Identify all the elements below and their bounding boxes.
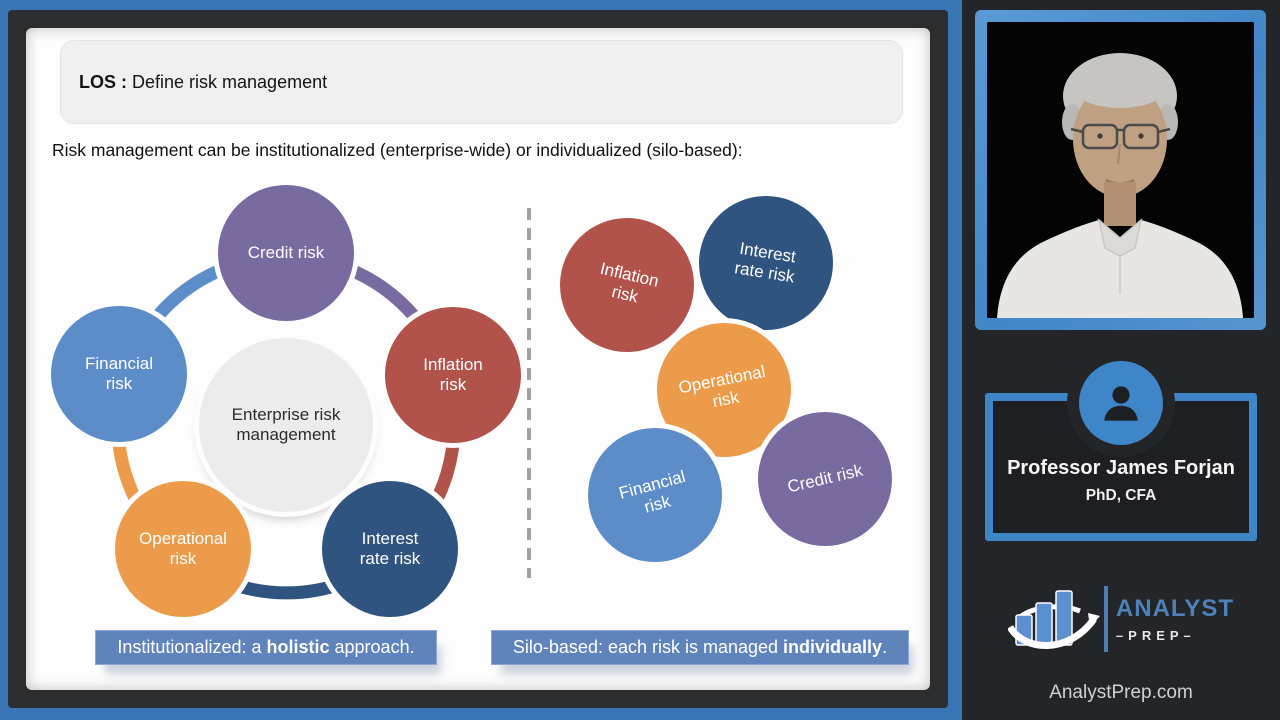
silo-bubble-credit-risk: Credit risk — [758, 412, 892, 546]
bubble-interest-rate-risk: Interest rate risk — [322, 481, 458, 617]
analystprep-logo: ANALYST –PREP– — [962, 583, 1280, 655]
slide: LOS : Define risk management Risk manage… — [26, 28, 930, 690]
logo-text: ANALYST –PREP– — [1116, 595, 1234, 643]
caption-silo-post: . — [882, 637, 888, 657]
sidebar: Professor James Forjan PhD, CFA ANALYST … — [962, 0, 1280, 720]
los-box: LOS : Define risk management — [60, 40, 903, 124]
logo-prep-label: –PREP– — [1115, 628, 1196, 643]
silo-bubble-operational-label: Operational risk — [676, 361, 767, 412]
silo-bubble-inflation-risk: Inflation risk — [560, 218, 694, 352]
silo-bubble-interest-label: Interest rate risk — [733, 238, 798, 287]
bubble-interest-rate-risk-label: Interest rate risk — [359, 528, 421, 568]
presenter-video-frame — [975, 10, 1266, 330]
caption-silo-bold: individually — [783, 637, 883, 657]
caption-institutionalized: Institutionalized: a holistic approach. — [95, 630, 437, 665]
bubble-inflation-risk-label: Inflation risk — [423, 354, 483, 394]
los-label: LOS : — [79, 71, 132, 92]
bubble-operational-risk-label: Operational risk — [139, 528, 227, 568]
slide-subtitle: Risk management can be institutionalized… — [52, 140, 743, 160]
bubble-enterprise-label: Enterprise risk management — [231, 404, 341, 444]
los-text: Define risk management — [132, 71, 328, 92]
bubble-inflation-risk: Inflation risk — [385, 307, 521, 443]
silo-bubble-inflation-label: Inflation risk — [598, 258, 661, 307]
logo-analyst-label: ANALYST — [1115, 595, 1235, 622]
presenter-video — [987, 22, 1254, 318]
website-url: AnalystPrep.com — [1049, 682, 1193, 703]
silo-bubble-financial-risk: Financial risk — [588, 428, 722, 562]
caption-institutionalized-post: approach. — [329, 637, 415, 657]
bubble-financial-risk: Financial risk — [51, 306, 187, 442]
presenter-name: Professor James Forjan — [1007, 457, 1235, 479]
dashed-divider — [527, 208, 531, 578]
logo-divider — [1103, 586, 1108, 652]
presenter-credentials: PhD, CFA — [1085, 487, 1157, 504]
caption-institutionalized-bold: holistic — [266, 637, 330, 657]
silo-bubble-credit-label: Credit risk — [785, 460, 865, 497]
presenter-portrait — [987, 22, 1254, 318]
caption-silo-based: Silo-based: each risk is managed individ… — [491, 630, 909, 665]
silo-bubble-interest-rate-risk: Interest rate risk — [699, 196, 833, 330]
bubble-operational-risk: Operational risk — [115, 481, 251, 617]
bubble-credit-risk: Credit risk — [218, 185, 354, 321]
silo-bubble-financial-label: Financial risk — [616, 466, 688, 517]
bubble-enterprise-risk-management: Enterprise risk management — [199, 338, 373, 512]
caption-institutionalized-pre: Institutionalized: a — [117, 637, 267, 657]
slide-frame: LOS : Define risk management Risk manage… — [8, 10, 948, 708]
caption-silo-pre: Silo-based: each risk is managed — [512, 637, 784, 657]
bubble-financial-risk-label: Financial risk — [84, 353, 154, 393]
presenter-name-card: Professor James Forjan PhD, CFA — [985, 361, 1257, 541]
bubble-credit-risk-label: Credit risk — [247, 242, 325, 262]
bar-chart-swoosh-icon — [1007, 590, 1100, 649]
person-icon — [1079, 361, 1163, 445]
